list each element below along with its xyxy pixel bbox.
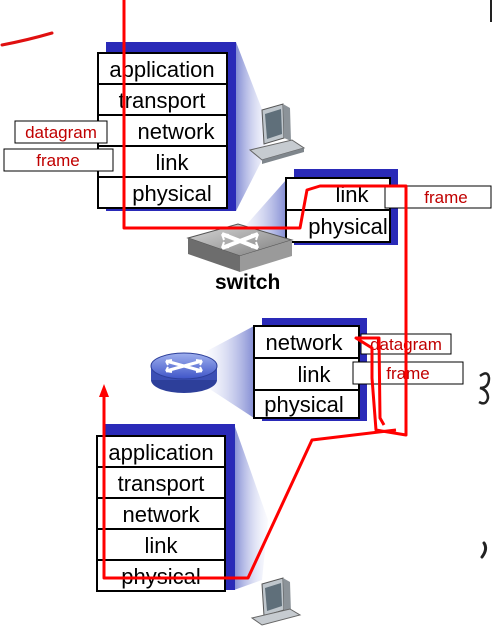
host-top-layer-physical: physical bbox=[132, 181, 211, 206]
host-top-layer-network: network bbox=[137, 119, 215, 144]
switch-label: switch bbox=[215, 271, 280, 294]
computer-icon bbox=[248, 103, 306, 164]
annotation-stroke bbox=[0, 31, 54, 47]
switch-layer-physical: physical bbox=[308, 214, 387, 239]
host-bottom-layer-link: link bbox=[144, 533, 178, 558]
router-icon bbox=[150, 352, 218, 393]
stack-beam bbox=[205, 326, 254, 418]
host-top-datagram-tag: datagram bbox=[25, 123, 97, 142]
host-top-tags: datagram frame bbox=[3, 120, 114, 172]
host-bottom-layer-network: network bbox=[122, 502, 200, 527]
host-top-layer-link: link bbox=[155, 150, 189, 175]
host-bottom-layer-transport: transport bbox=[118, 471, 205, 496]
computer-icon bbox=[250, 577, 302, 626]
host-top-stack: application transport network link physi… bbox=[97, 42, 270, 211]
margin-mark bbox=[478, 372, 491, 405]
host-top-layer-application: application bbox=[109, 57, 214, 82]
stack-beam bbox=[234, 424, 268, 590]
data-path bbox=[102, 0, 408, 580]
host-bottom-layer-application: application bbox=[108, 440, 213, 465]
router-layer-link: link bbox=[297, 362, 331, 387]
host-top-frame-tag: frame bbox=[36, 151, 79, 170]
router-layer-network: network bbox=[265, 330, 343, 355]
margin-mark bbox=[480, 541, 488, 559]
switch-stack: link physical frame bbox=[240, 169, 492, 246]
switch-frame-tag: frame bbox=[424, 188, 467, 207]
router-frame-tag: frame bbox=[386, 364, 429, 383]
switch-icon bbox=[186, 223, 294, 272]
arrow-head-up bbox=[99, 384, 109, 397]
stack-beam bbox=[236, 42, 270, 211]
router-layer-physical: physical bbox=[264, 392, 343, 417]
router-stack: network link physical datagram frame bbox=[205, 318, 464, 421]
host-bottom-stack: application transport network link physi… bbox=[96, 424, 268, 592]
host-top-layer-transport: transport bbox=[119, 88, 206, 113]
